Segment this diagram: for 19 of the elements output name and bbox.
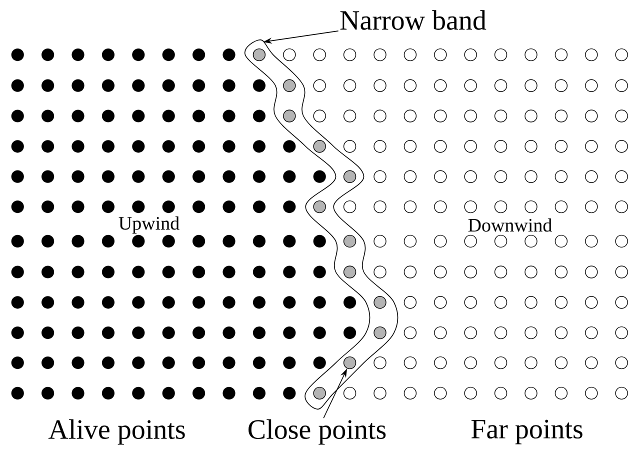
callout-text: Close points <box>248 419 386 445</box>
close-point <box>343 266 356 278</box>
close-point <box>313 386 326 400</box>
close-point <box>283 110 296 122</box>
callout-text: Narrow band <box>340 10 486 30</box>
close-point <box>313 140 326 153</box>
close-point <box>374 326 386 340</box>
caption-text: Far points <box>471 420 582 444</box>
caption-text: Alive points <box>48 419 185 445</box>
close-point <box>252 48 266 62</box>
region-label: Downwind <box>468 218 552 232</box>
close-point <box>313 200 326 214</box>
region-label: Upwind <box>118 216 180 234</box>
close-point <box>343 170 356 183</box>
close-point <box>343 356 356 370</box>
close-point <box>283 79 296 92</box>
close-point <box>343 234 356 248</box>
narrow-band-outline <box>244 39 398 410</box>
close-point <box>374 296 386 309</box>
